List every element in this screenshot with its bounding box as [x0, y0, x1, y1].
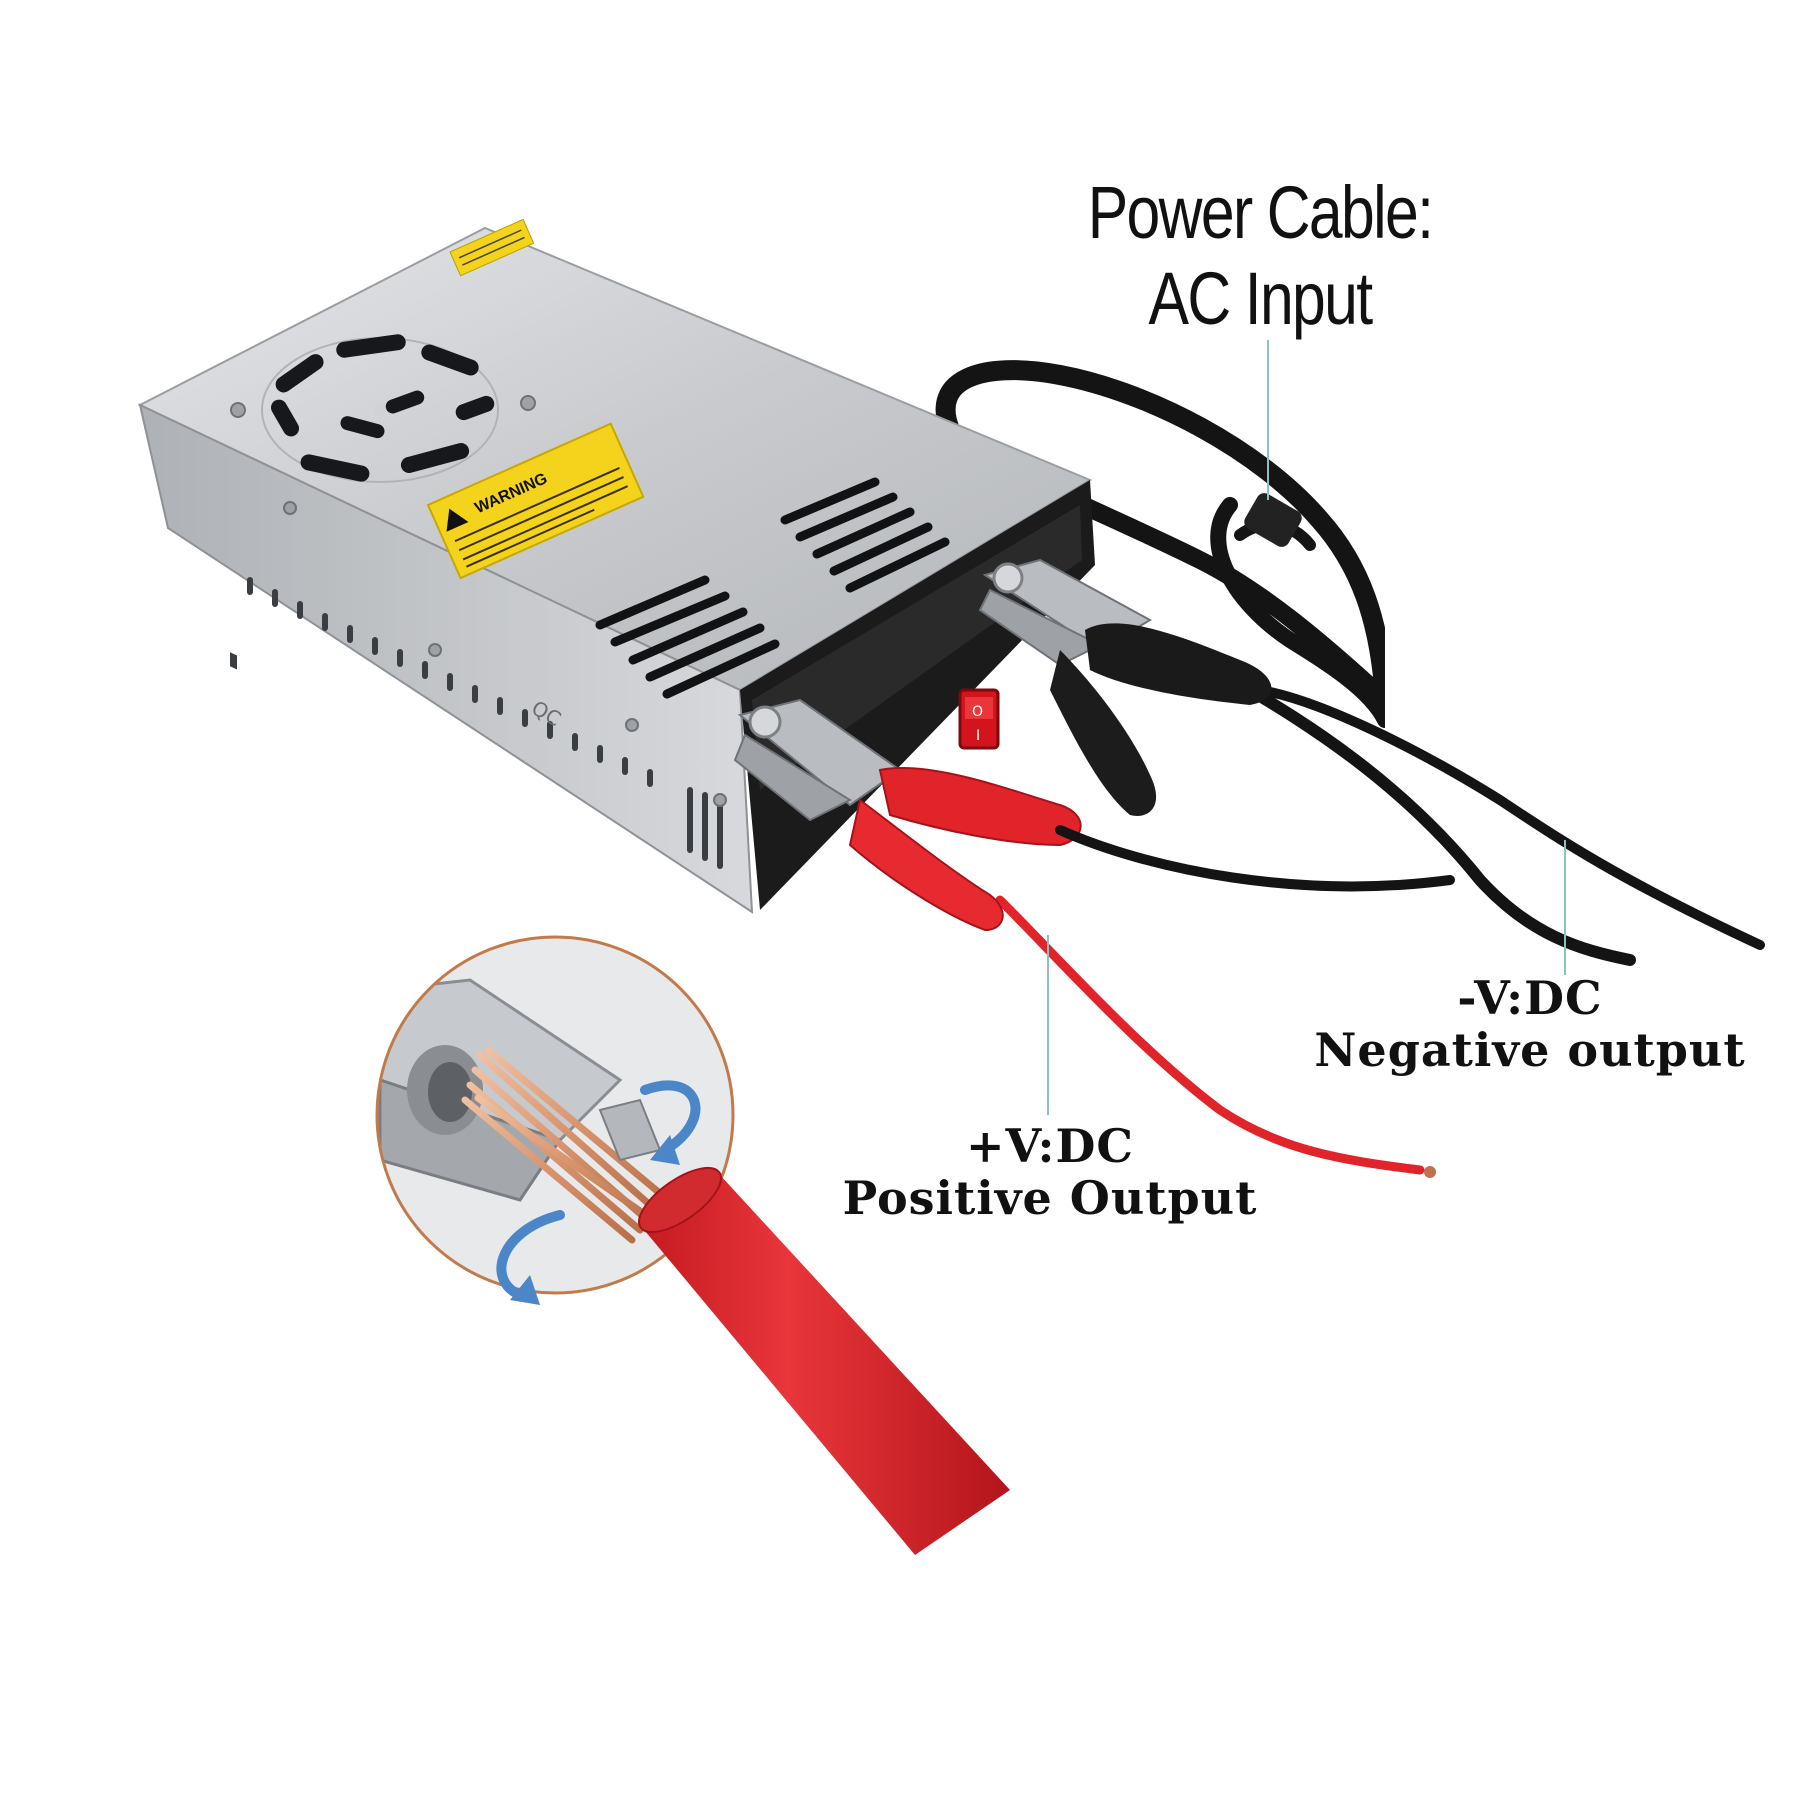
cable-clip: [1244, 493, 1302, 547]
top-vents: [595, 477, 950, 699]
spec-sticker: [449, 218, 535, 277]
switch-on-mark: I: [976, 728, 980, 744]
negative-lead: [978, 558, 1765, 966]
ac-input-label-line1: Power Cable:: [1087, 171, 1434, 254]
switch-off-mark: O: [972, 704, 983, 720]
ac-input-label: Power Cable: AC Input: [1047, 170, 1473, 342]
wire-inset: [375, 935, 1010, 1555]
rotation-arrows-icon: [496, 1080, 701, 1300]
fan-grille: [261, 334, 499, 483]
side-vent-slots: [247, 577, 723, 869]
cable-mask: [1385, 500, 1505, 750]
positive-output-label-line1: +V:DC: [965, 1119, 1135, 1173]
chassis-side: [138, 403, 754, 914]
negative-output-label-line1: -V:DC: [1457, 971, 1603, 1025]
positive-lead: [733, 698, 1455, 1178]
negative-output-label-line2: Negative output: [1314, 1023, 1746, 1077]
chassis-screws: [230, 395, 727, 807]
side-vents: [230, 652, 237, 670]
leader-lines: [1047, 340, 1566, 1115]
ac-input-label-line2: AC Input: [1148, 257, 1373, 340]
warning-label: WARNING: [426, 422, 645, 580]
rocker-switch: O I: [958, 688, 1000, 750]
positive-output-label-line2: Positive Output: [842, 1171, 1258, 1225]
red-insulated-wire: [640, 1175, 1010, 1555]
negative-output-label: -V:DC Negative output: [1310, 972, 1750, 1076]
positive-output-label: +V:DC Positive Output: [840, 1120, 1260, 1224]
